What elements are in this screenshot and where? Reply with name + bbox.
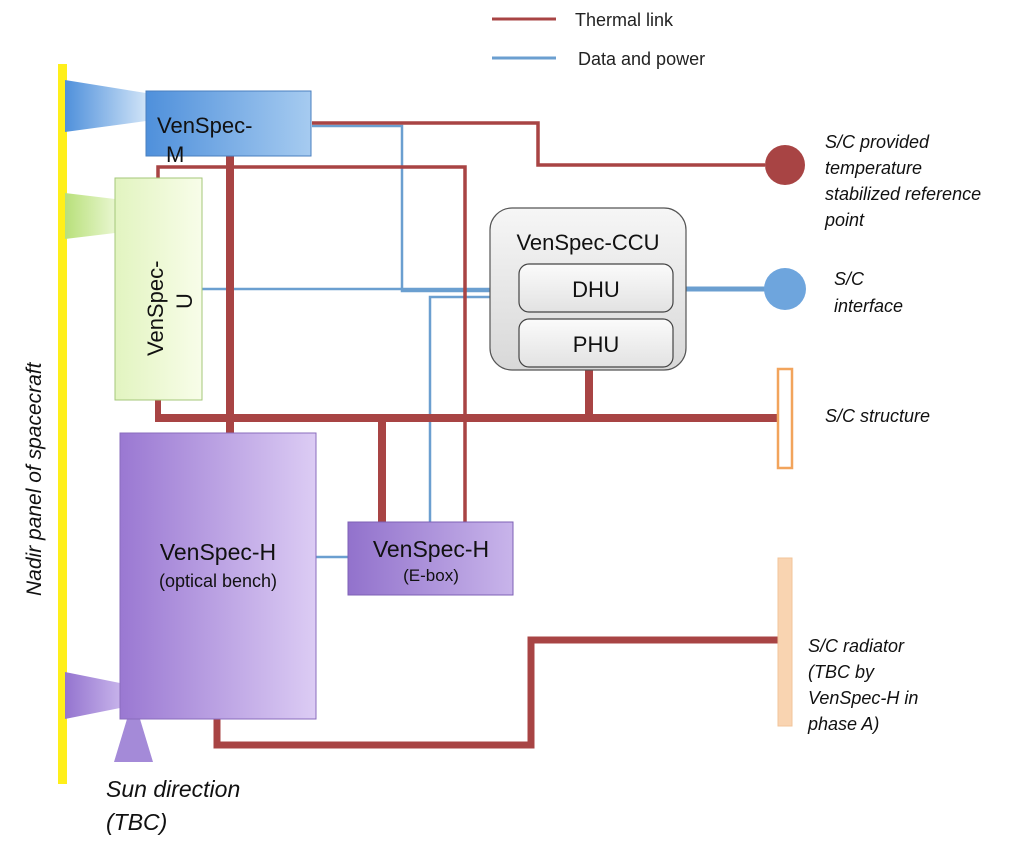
sc-interface-node-icon[interactable] xyxy=(764,268,806,310)
sc-interface-line1: S/C xyxy=(834,269,865,289)
venspec-h-aperture-icon xyxy=(65,672,120,719)
thermal-links xyxy=(155,121,778,749)
legend-data-label: Data and power xyxy=(578,49,705,69)
phu-box[interactable]: PHU xyxy=(518,318,674,368)
venspec-h-ebox-box[interactable]: VenSpec-H (E-box) xyxy=(347,521,514,596)
sc-structure-label: S/C structure xyxy=(825,406,930,426)
venspec-ccu-box[interactable]: VenSpec-CCU DHU PHU xyxy=(489,207,687,371)
reference-point-line1: S/C provided xyxy=(825,132,930,152)
data-power-links xyxy=(202,124,765,559)
venspec-m-aperture-icon xyxy=(65,80,146,132)
venspec-h-ebox-title: VenSpec-H xyxy=(373,536,489,562)
venspec-h-bench-subtitle: (optical bench) xyxy=(159,571,277,591)
dhu-label: DHU xyxy=(572,277,620,302)
legend: Thermal link Data and power xyxy=(492,10,705,69)
venspec-u-label-line2: U xyxy=(172,293,197,309)
venspec-m-label-line2: M xyxy=(166,142,184,167)
venspec-h-optical-bench-box[interactable]: VenSpec-H (optical bench) xyxy=(119,432,317,720)
data-link-ebox-ccu xyxy=(428,295,490,522)
reference-point-label: S/C provided temperature stabilized refe… xyxy=(824,132,981,230)
sc-structure-node[interactable] xyxy=(776,367,794,470)
phu-label: PHU xyxy=(573,332,619,357)
sc-radiator-line4: phase A) xyxy=(807,714,879,734)
sc-radiator-label: S/C radiator (TBC by VenSpec-H in phase … xyxy=(807,636,918,734)
reference-point-line2: temperature xyxy=(825,158,922,178)
reference-point-node-icon[interactable] xyxy=(765,145,805,185)
venspec-ccu-title: VenSpec-CCU xyxy=(516,230,659,255)
sc-radiator-node[interactable] xyxy=(777,557,793,727)
venspec-m-box[interactable]: VenSpec- M xyxy=(145,90,312,167)
sc-radiator-line1: S/C radiator xyxy=(808,636,905,656)
data-link-m-ccu xyxy=(312,124,490,293)
sun-direction-aperture-icon xyxy=(114,719,153,762)
venspec-h-ebox-subtitle: (E-box) xyxy=(403,566,459,585)
sun-direction-line2: (TBC) xyxy=(106,809,167,835)
venspec-u-aperture-icon xyxy=(65,193,115,239)
thermal-link-bench-radiator xyxy=(213,636,778,749)
nadir-panel-label: Nadir panel of spacecraft xyxy=(23,361,46,596)
sc-radiator-line3: VenSpec-H in xyxy=(808,688,918,708)
sc-radiator-line2: (TBC by xyxy=(808,662,875,682)
venspec-h-bench-title: VenSpec-H xyxy=(160,539,276,565)
reference-point-line4: point xyxy=(824,210,865,230)
reference-point-line3: stabilized reference xyxy=(825,184,981,204)
venspec-u-box[interactable]: VenSpec- U xyxy=(114,177,203,401)
thermal-link-m-reference xyxy=(312,121,765,167)
venspec-u-label-line1: VenSpec- xyxy=(143,261,168,356)
legend-thermal-label: Thermal link xyxy=(575,10,674,30)
nadir-panel xyxy=(58,64,67,784)
thermal-link-ebox-reference xyxy=(156,165,467,522)
sc-interface-label: S/C interface xyxy=(834,269,903,316)
sun-direction-line1: Sun direction xyxy=(106,776,240,802)
sc-interface-line2: interface xyxy=(834,296,903,316)
venspec-m-label-line1: VenSpec- xyxy=(157,113,252,138)
dhu-box[interactable]: DHU xyxy=(518,263,674,313)
